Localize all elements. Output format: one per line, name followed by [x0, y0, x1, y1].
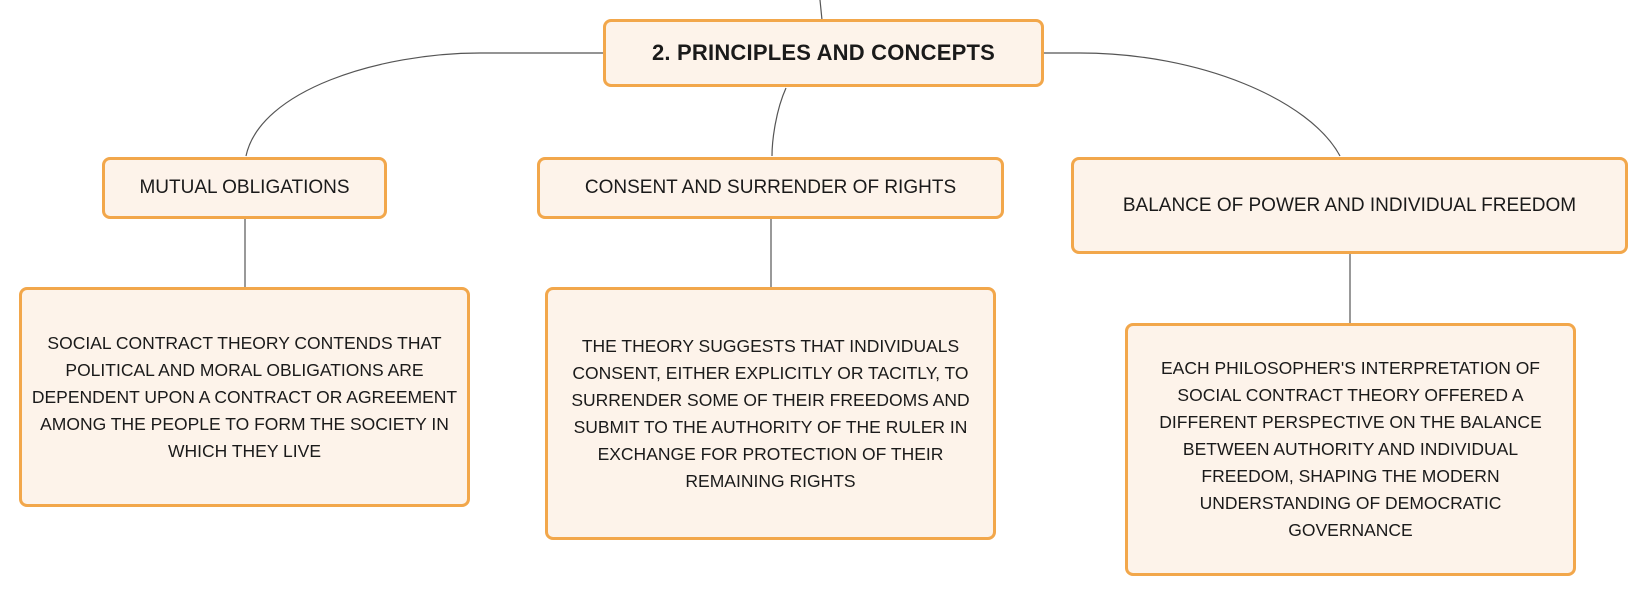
connector-root-to-balance — [1044, 52, 1341, 157]
detail-text: EACH PHILOSOPHER'S INTERPRETATION OF SOC… — [1159, 358, 1542, 540]
branch-node-balance-of-power[interactable]: BALANCE OF POWER AND INDIVIDUAL FREEDOM — [1071, 157, 1628, 254]
branch-label: MUTUAL OBLIGATIONS — [139, 177, 350, 198]
detail-node-consent-and-surrender[interactable]: THE THEORY SUGGESTS THAT INDIVIDUALS CON… — [545, 287, 996, 540]
root-topic-node[interactable]: 2. PRINCIPLES AND CONCEPTS — [603, 19, 1044, 87]
connector-root-to-mutual-obligations — [245, 52, 604, 157]
branch-label: BALANCE OF POWER AND INDIVIDUAL FREEDOM — [1122, 194, 1577, 216]
root-topic-label: 2. PRINCIPLES AND CONCEPTS — [652, 40, 995, 65]
branch-label: CONSENT AND SURRENDER OF RIGHTS — [584, 177, 957, 198]
detail-node-mutual-obligations[interactable]: SOCIAL CONTRACT THEORY CONTENDS THAT POL… — [19, 287, 470, 507]
detail-node-balance-of-power[interactable]: EACH PHILOSOPHER'S INTERPRETATION OF SOC… — [1125, 323, 1576, 576]
detail-text: SOCIAL CONTRACT THEORY CONTENDS THAT POL… — [31, 332, 458, 461]
connector-root-to-consent — [771, 87, 787, 157]
detail-text: THE THEORY SUGGESTS THAT INDIVIDUALS CON… — [571, 335, 970, 491]
branch-node-consent-and-surrender[interactable]: CONSENT AND SURRENDER OF RIGHTS — [537, 157, 1004, 219]
connector-parent-to-root — [819, 0, 823, 21]
branch-node-mutual-obligations[interactable]: MUTUAL OBLIGATIONS — [102, 157, 387, 219]
